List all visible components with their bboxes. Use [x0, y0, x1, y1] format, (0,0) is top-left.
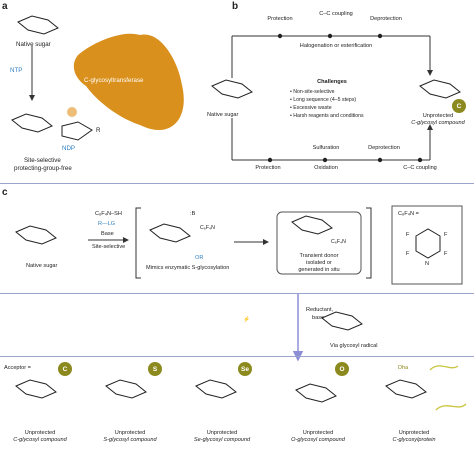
challenge-4: • Harsh reagents and conditions: [290, 113, 364, 119]
divider-2: [0, 293, 474, 294]
product-1-line2: C-glycosyl compound: [13, 437, 67, 443]
b-product-line2: C-glycosyl compound: [411, 120, 465, 126]
donor-line-3: generated in situ: [298, 267, 340, 273]
sugar-ring-radical: [321, 311, 363, 331]
enzyme-label: C-glycosyltransferase: [84, 77, 144, 84]
b-bottom-label-3: Protection: [255, 165, 281, 171]
product-4-line1: Unprotected: [302, 430, 334, 436]
base-label: Base: [101, 231, 114, 237]
sugar-ring-a2: [11, 113, 53, 133]
product-4-line2: O-glycosyl compound: [291, 437, 345, 443]
divider-3: [0, 356, 474, 357]
aryl-r-label: R: [96, 127, 101, 134]
product-1-line1: Unprotected: [24, 430, 56, 436]
aryl-ring: [61, 121, 93, 141]
protein-squiggle: [429, 365, 467, 411]
product-ring-5: [385, 379, 427, 399]
product-ring-4: [295, 383, 337, 403]
b-bottom-label-1: Sulfuration: [312, 145, 340, 151]
radical-label: Via glycosyl radical: [330, 343, 378, 349]
sugar-ring-donor: [291, 215, 333, 235]
panel-label-c: c: [2, 187, 8, 198]
sugar-ring-a: [17, 15, 59, 35]
b-top-label-3: Halogenation or esterification: [299, 43, 373, 49]
panel-c-drawing: [15, 205, 467, 411]
badge-se: Se: [238, 362, 252, 376]
product-2-line2: S-glycosyl compound: [103, 437, 157, 443]
panel-label-b: b: [232, 1, 239, 12]
product-ring-3: [195, 379, 237, 399]
pyridine-ring: [415, 228, 441, 259]
c6f4n-intermediate: C₆F₄N: [200, 225, 215, 231]
battery-icon: ⚡: [243, 317, 250, 323]
product-3-line1: Unprotected: [206, 430, 238, 436]
base2-label: base: [312, 315, 325, 321]
acceptor-label: Acceptor =: [4, 365, 31, 371]
reductant-label: Reductant,: [306, 307, 334, 313]
b-top-label-4: Deprotection: [370, 16, 402, 22]
protecting-free-label: protecting-group-free: [14, 165, 72, 172]
f-atom-1: F: [406, 232, 410, 238]
c-site-selective: Site-selective: [92, 244, 126, 250]
b-top-label-1: Protection: [267, 16, 293, 22]
challenge-2: • Long sequence (4–5 steps): [290, 97, 357, 103]
product-ring-2: [105, 379, 147, 399]
metal-site: [67, 107, 77, 117]
b-bottom-label-2: Deprotection: [368, 145, 400, 151]
b-bottom-label-5: C–C coupling: [403, 165, 437, 171]
b-product-line1: Unprotected: [422, 113, 454, 119]
mimics-label: Mimics enzymatic S-glycosylation: [146, 265, 230, 271]
f-atom-4: F: [444, 251, 448, 257]
b-top-label-2: C–C coupling: [319, 11, 353, 17]
panel-a-drawing: [11, 15, 184, 141]
product-5-line2: C-glycosylprotein: [392, 437, 436, 443]
ndp-label: NDP: [62, 145, 76, 152]
or-label: OR: [195, 255, 204, 261]
c-native-sugar-label: Native sugar: [26, 263, 58, 269]
b-badge-c: C: [452, 99, 466, 113]
site-selective-label: Site-selective: [24, 157, 61, 164]
pyridyl-box: [391, 205, 463, 285]
badge-s: S: [148, 362, 162, 376]
f-atom-2: F: [444, 232, 448, 238]
sugar-ring-b2: [419, 79, 461, 99]
b-bottom-label-4: Oxidation: [314, 165, 338, 171]
reagent-1: C₆F₄N–SH: [95, 211, 122, 217]
sugar-ring-b: [211, 79, 253, 99]
f-atom-3: F: [406, 251, 410, 257]
challenges-title: Challenges: [317, 79, 347, 85]
panel-label-a: a: [2, 1, 8, 12]
dha-label: Dha: [398, 365, 409, 371]
sugar-ring-c: [15, 225, 57, 245]
product-3-line2: Se-glycosyl compound: [193, 437, 251, 443]
sugar-ring-c2: [149, 223, 191, 243]
n-atom: N: [425, 261, 430, 267]
ntp-label: NTP: [10, 67, 23, 74]
enzyme-blob: [73, 33, 184, 131]
challenge-1: • Non-site-selective: [290, 89, 335, 95]
native-sugar-label-a: Native sugar: [16, 41, 51, 48]
b-native-sugar-label: Native sugar: [207, 112, 239, 118]
reagent-2: R—LG: [98, 221, 116, 227]
donor-line-1: Transient donor: [299, 253, 339, 259]
badge-c: C: [58, 362, 72, 376]
divider-1: [0, 183, 474, 184]
product-2-line1: Unprotected: [114, 430, 146, 436]
b-base-label: :B: [190, 211, 196, 217]
donor-line-2: isolated or: [306, 260, 332, 266]
challenge-3: • Excessive waste: [290, 105, 332, 111]
badge-o: O: [335, 362, 349, 376]
pyridyl-label: C₆F₄N =: [398, 211, 419, 217]
c6f4n-donor: C₆F₄N: [331, 239, 346, 245]
product-ring-1: [15, 379, 57, 399]
product-5-line1: Unprotected: [398, 430, 430, 436]
donor-box: [276, 211, 362, 275]
